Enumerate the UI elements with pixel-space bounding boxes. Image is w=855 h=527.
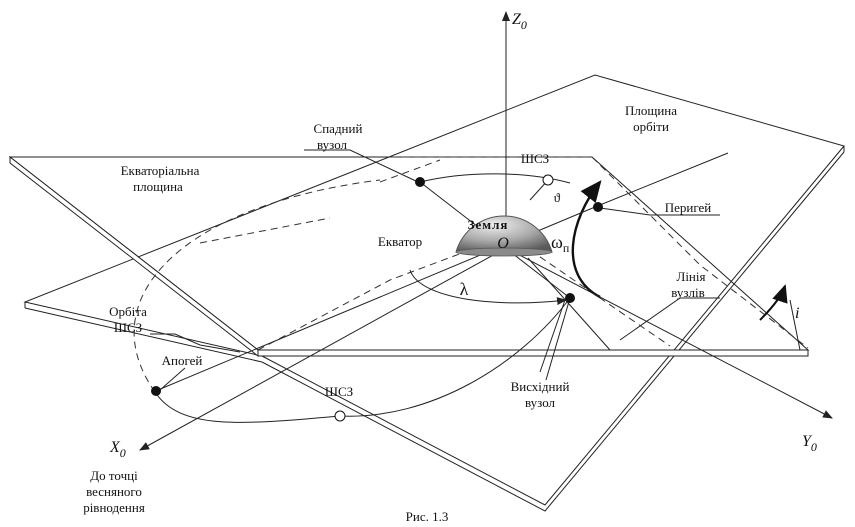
- equatorial-plane-label-1: Екваторіальна: [121, 163, 200, 178]
- earth-label: Земля: [468, 217, 509, 232]
- satellite-bottom-label: ШСЗ: [325, 384, 353, 399]
- lambda-label: λ: [460, 279, 469, 299]
- text-labels: Z0 X0 Y0 Площина орбіти Спадний вузол Ек…: [83, 11, 817, 524]
- y-axis-label: Y0: [802, 433, 817, 454]
- angle-arcs: [409, 269, 801, 351]
- z-axis-label: Z0: [512, 11, 527, 32]
- satellite-top-point: [542, 174, 554, 186]
- line-of-nodes-label-1: Лінія: [677, 269, 706, 284]
- orbit-plane-label-1: Площина: [625, 103, 677, 118]
- hidden-lines: [133, 156, 809, 393]
- figure-caption: Рис. 1.3: [406, 509, 449, 524]
- apogee-label: Апогей: [162, 353, 203, 368]
- orbit-satellite-label-1: Орбіта: [109, 304, 147, 319]
- x-axis-label: X0: [109, 439, 126, 460]
- vernal-equinox-label-2: весняного: [86, 484, 142, 499]
- orbit-points: [151, 174, 603, 422]
- descending-node-point: [415, 177, 425, 187]
- apogee-point: [151, 386, 161, 396]
- theta-label: ϑ: [554, 190, 561, 205]
- satellite-bottom-point: [334, 410, 346, 422]
- ascending-node-label-2: вузол: [525, 395, 556, 410]
- inclination-label: i: [795, 305, 799, 322]
- vernal-equinox-label-3: рівнодення: [83, 500, 145, 515]
- perigee-point: [593, 202, 603, 212]
- orbit-plane: [23, 74, 845, 512]
- perigee-label: Перигей: [665, 200, 712, 215]
- line-of-nodes-label-2: вузлів: [671, 285, 705, 300]
- ascending-node-point: [565, 293, 575, 303]
- origin-label: O: [497, 235, 509, 252]
- equator-label: Екватор: [378, 234, 422, 249]
- descending-node-label-1: Спадний: [314, 121, 363, 136]
- equatorial-plane: [8, 155, 810, 358]
- y-axis: [505, 247, 833, 419]
- descending-node-label-2: вузол: [317, 137, 348, 152]
- orbit-satellite-label-2: ШСЗ: [114, 320, 142, 335]
- leader-lines: [150, 149, 720, 391]
- lambda-arc: [409, 269, 567, 306]
- axes: [139, 11, 833, 451]
- ascending-node-label-1: Висхідний: [511, 379, 570, 394]
- orbit-plane-label-2: орбіти: [633, 119, 669, 134]
- inclination-arc: [759, 284, 788, 321]
- satellite-top-label: ШСЗ: [521, 151, 549, 166]
- earth: [455, 215, 553, 257]
- x-axis: [139, 247, 507, 451]
- vernal-equinox-label-1: До точці: [90, 468, 138, 483]
- omega-label: ωп: [551, 232, 570, 255]
- equatorial-plane-label-2: площина: [133, 179, 183, 194]
